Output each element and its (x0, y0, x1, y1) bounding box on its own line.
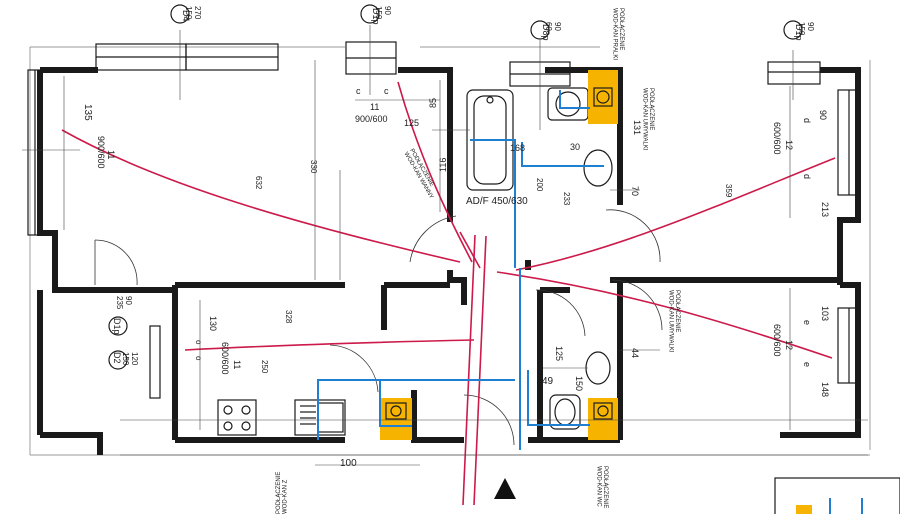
connection-box-laundry (588, 70, 618, 124)
dim-49: 49 (542, 376, 554, 387)
dim-c-2: c (384, 86, 389, 96)
dimension-lines (22, 25, 868, 466)
tag-d2-dims: 120150 (121, 352, 139, 366)
dim-359: 359 (724, 184, 733, 198)
radiator-num-5: 11 (232, 360, 242, 369)
tag-d8p: D8p (541, 24, 551, 41)
tag-d4: D4 (181, 10, 191, 22)
dim-135: 135 (82, 104, 93, 121)
tag-markers (108, 4, 803, 370)
dim-d-2: d (802, 174, 812, 179)
washing-machine (547, 87, 589, 121)
radiator-size-2: 900/600 (355, 114, 388, 124)
tag-d1p-top-dims: 90150 (374, 6, 392, 20)
windows (27, 41, 861, 399)
tag-d1p-right: D1p (794, 24, 804, 41)
label-conn-bottom-right: PODŁĄCZENIEWOD-KAN WC (595, 466, 608, 508)
dim-103: 103 (820, 306, 830, 321)
dim-c-1: c (356, 86, 361, 96)
dim-130: 130 (208, 316, 218, 331)
dim-330: 330 (309, 160, 318, 174)
tag-d1p-left-dims: 90235 (115, 296, 133, 310)
dimension-texts: 135 632 330 c c 125 85 116 168 30 131 20… (82, 86, 830, 469)
label-conn-umywalki-mid: PODŁĄCZENIEWOD-KAN UMYWALKI (667, 290, 680, 353)
sink-2 (585, 351, 611, 385)
tag-d1p-left: D1p (112, 318, 122, 335)
sink (583, 149, 613, 187)
radiator-num-3: 12 (784, 140, 794, 150)
section-marker-icon (494, 478, 516, 499)
dim-125b: 125 (554, 346, 564, 361)
radiator-labels: 11 900/600 11 900/600 12 600/600 12 600/… (96, 102, 794, 375)
dim-70: 70 (630, 186, 640, 196)
label-conn-bottom-left: PODŁĄCZENIEWOD-KAN Z (276, 472, 289, 514)
dim-328: 328 (284, 310, 293, 324)
dim-148: 148 (820, 382, 830, 397)
radiator-size-4: 600/600 (772, 324, 782, 357)
dim-632: 632 (254, 176, 263, 190)
dim-e-1: e (802, 320, 812, 325)
kitchen-sink (294, 399, 346, 436)
dim-d-1: d (802, 118, 812, 123)
dim-e-2: e (802, 362, 812, 367)
dim-131: 131 (632, 120, 642, 135)
radiator-num-2: 11 (370, 102, 379, 112)
radiator-size-5: 600/600 (220, 342, 230, 375)
dim-250: 250 (260, 360, 269, 374)
toilet (549, 394, 581, 430)
tag-d4-dims: 270150 (184, 6, 202, 20)
radiator-size-1: 900/600 (96, 136, 106, 169)
radiator-num-1: 11 (106, 150, 116, 159)
connection-boxes (380, 70, 618, 440)
stove (217, 399, 257, 436)
walls (37, 67, 861, 455)
dim-90: 90 (818, 110, 828, 120)
dim-85: 85 (428, 98, 438, 108)
label-conn-umywalki-top: PODŁĄCZENIEWOD-KAN UMYWALKI (641, 88, 654, 151)
tag-texts: D4 270150 D1p 90150 D8p 9060 D1p 90150 D… (112, 6, 815, 366)
label-conn-wanny: PODŁĄCZENIEWOD-KAN WANNY (403, 148, 440, 200)
dim-o-2: o (194, 356, 203, 361)
tag-d1p-top: D1p (371, 8, 381, 25)
dim-233: 233 (562, 192, 571, 206)
dim-200: 200 (535, 178, 544, 192)
tag-d2: D2 (112, 352, 122, 364)
legend-box (774, 477, 900, 514)
heating-pipes (61, 81, 836, 506)
label-radiator: AD/F 450/630 (466, 196, 528, 207)
dim-44: 44 (630, 348, 640, 358)
dim-125: 125 (404, 118, 419, 128)
dim-116: 116 (438, 158, 448, 172)
dim-213: 213 (820, 202, 830, 217)
doors (94, 209, 663, 446)
dim-30: 30 (570, 142, 580, 152)
dim-100: 100 (340, 458, 357, 469)
dim-150: 150 (574, 376, 584, 391)
dim-168: 168 (510, 143, 525, 153)
tag-d1p-right-dims: 90150 (797, 22, 815, 36)
radiator-num-4: 12 (784, 340, 794, 350)
dim-o-1: o (194, 340, 203, 345)
radiator-size-3: 600/600 (772, 122, 782, 155)
label-conn-pralki: PODŁĄCZENIEWOD-KAN PRALKI (611, 8, 624, 60)
water-pipes (317, 90, 604, 450)
tag-d8p-dims: 9060 (544, 22, 562, 31)
